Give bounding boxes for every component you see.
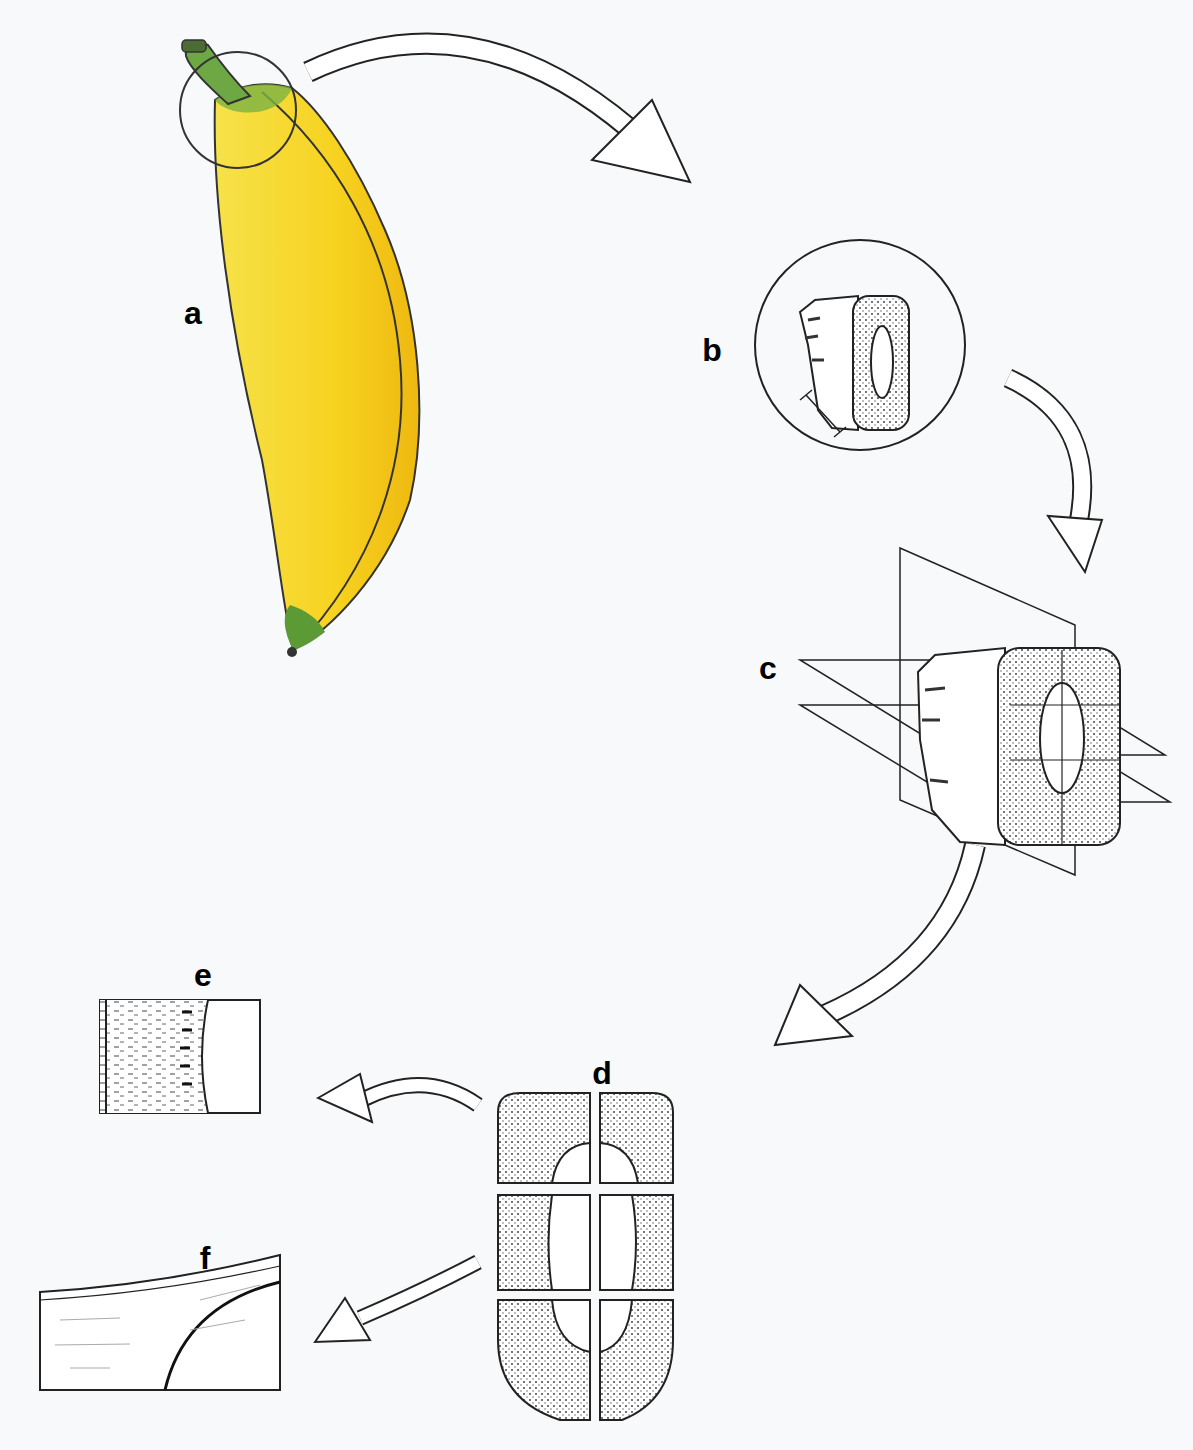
stalk-cross-section (998, 648, 1120, 845)
banana (180, 40, 419, 657)
panel-letter: a (184, 295, 202, 332)
hollow-arrow (308, 44, 690, 182)
hollow-arrow (315, 1262, 478, 1342)
hollow-arrow (775, 845, 975, 1045)
panel-letter: d (592, 1055, 612, 1092)
stalk-piece-detail (755, 240, 965, 450)
stalk-cross-section (853, 296, 909, 430)
flow-arrows (308, 44, 1102, 1342)
banana-tip (287, 647, 297, 657)
stalk-side (918, 648, 1005, 845)
magnify-circle (755, 240, 965, 450)
panel-letter: f (200, 1240, 211, 1277)
banana-green-tip (285, 605, 325, 650)
zoom-circle (180, 52, 296, 168)
banana-ridge (262, 92, 402, 648)
cut-pieces (498, 1093, 673, 1420)
hollow-arrow (1008, 378, 1102, 572)
stalk-lumen (871, 326, 893, 398)
stem-end (182, 40, 206, 52)
stalk-side (800, 296, 858, 430)
hollow-arrow (318, 1074, 478, 1122)
cutting-planes (800, 548, 1170, 875)
scale-bar (800, 390, 846, 437)
tissue-detail (40, 1255, 280, 1390)
banana-peel (215, 84, 420, 650)
panel-letter: b (702, 332, 722, 369)
panel-letter: c (759, 650, 777, 687)
panel-letter: e (194, 957, 212, 994)
longitudinal-section (100, 1000, 260, 1113)
